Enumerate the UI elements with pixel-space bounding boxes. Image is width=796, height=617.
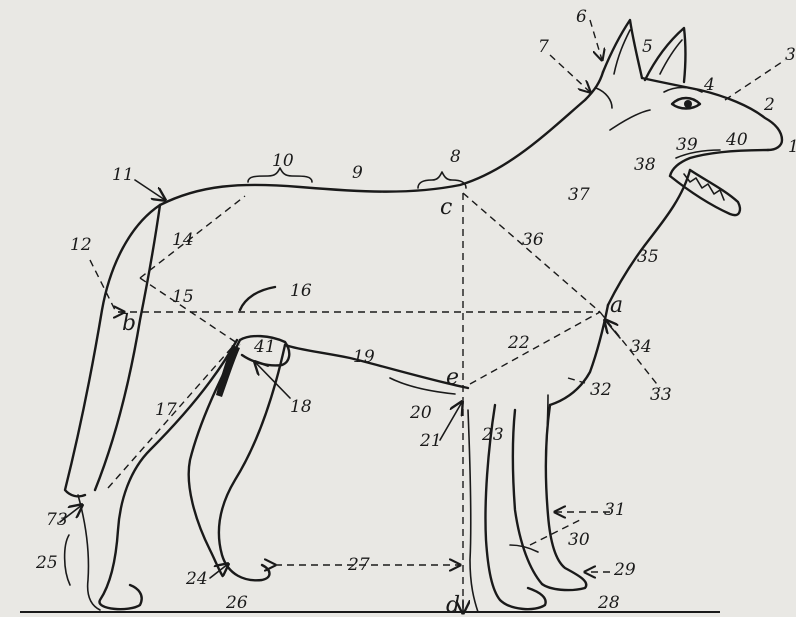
arrow-6	[590, 20, 602, 60]
front-leg-right-back	[513, 410, 542, 584]
pointer-arrows	[60, 20, 620, 613]
hind-leg-right	[219, 345, 285, 580]
label-19: 19	[353, 347, 375, 367]
label-10: 10	[272, 151, 294, 171]
line-3	[725, 60, 785, 100]
label-2: 2	[763, 95, 775, 115]
label-14: 14	[172, 230, 194, 250]
label-38: 38	[634, 155, 656, 175]
label-40: 40	[725, 130, 748, 150]
label-39: 39	[676, 135, 698, 155]
label-41: 41	[253, 337, 276, 357]
label-18: 18	[290, 397, 312, 417]
label-d: d	[446, 593, 460, 617]
arrow-34	[605, 320, 620, 338]
head-detail	[596, 88, 612, 108]
label-b: b	[122, 311, 136, 336]
label-4: 4	[703, 75, 715, 95]
back-line	[160, 72, 603, 205]
label-a: a	[610, 293, 623, 318]
label-26: 26	[225, 593, 248, 613]
left-ear-inner	[614, 30, 630, 74]
label-35: 35	[637, 247, 659, 267]
label-27: 27	[347, 555, 370, 575]
label-6: 6	[576, 7, 587, 27]
left-ear	[603, 20, 642, 78]
label-37: 37	[568, 185, 590, 205]
eye-pupil	[684, 100, 692, 108]
arrow-11	[135, 180, 165, 200]
throat	[608, 170, 690, 305]
label-28: 28	[597, 593, 620, 613]
tail-inner	[95, 205, 160, 490]
cheek-line	[610, 110, 650, 130]
braces	[65, 168, 466, 585]
hind-leg-left-back	[78, 495, 100, 610]
label-24: 24	[185, 569, 208, 589]
label-30: 30	[568, 530, 590, 550]
arrow-24	[210, 564, 228, 578]
label-8: 8	[450, 147, 461, 167]
dog-outline	[65, 20, 782, 612]
line-22	[470, 312, 600, 384]
line-36	[463, 193, 600, 312]
front-leg-right-front	[542, 405, 586, 590]
flank-bump	[240, 287, 275, 310]
label-22: 22	[507, 333, 530, 353]
label-23: 23	[481, 425, 504, 445]
brace-25	[65, 535, 70, 585]
label-1: 1	[788, 137, 796, 157]
label-17: 17	[155, 400, 177, 420]
label-36: 36	[522, 230, 544, 250]
label-e: e	[446, 365, 459, 390]
front-leg-left-back	[468, 410, 478, 612]
label-9: 9	[352, 163, 363, 183]
label-12: 12	[70, 235, 92, 255]
label-31: 31	[604, 500, 626, 520]
line-32	[568, 378, 585, 383]
label-32: 32	[590, 380, 612, 400]
right-ear-inner	[660, 40, 682, 74]
label-25: 25	[35, 553, 58, 573]
label-11: 11	[112, 165, 134, 185]
label-15: 15	[172, 287, 194, 307]
belly	[285, 345, 468, 388]
label-73: 73	[46, 510, 68, 530]
arrow-21	[440, 402, 462, 440]
label-29: 29	[613, 560, 636, 580]
label-5: 5	[642, 37, 653, 57]
label-33: 33	[650, 385, 672, 405]
label-20: 20	[409, 403, 432, 423]
label-21: 21	[419, 431, 442, 451]
label-c: c	[440, 195, 452, 220]
label-34: 34	[630, 337, 652, 357]
label-16: 16	[290, 281, 312, 301]
label-3: 3	[785, 45, 796, 65]
label-7: 7	[538, 37, 549, 57]
arrow-7	[550, 55, 590, 92]
